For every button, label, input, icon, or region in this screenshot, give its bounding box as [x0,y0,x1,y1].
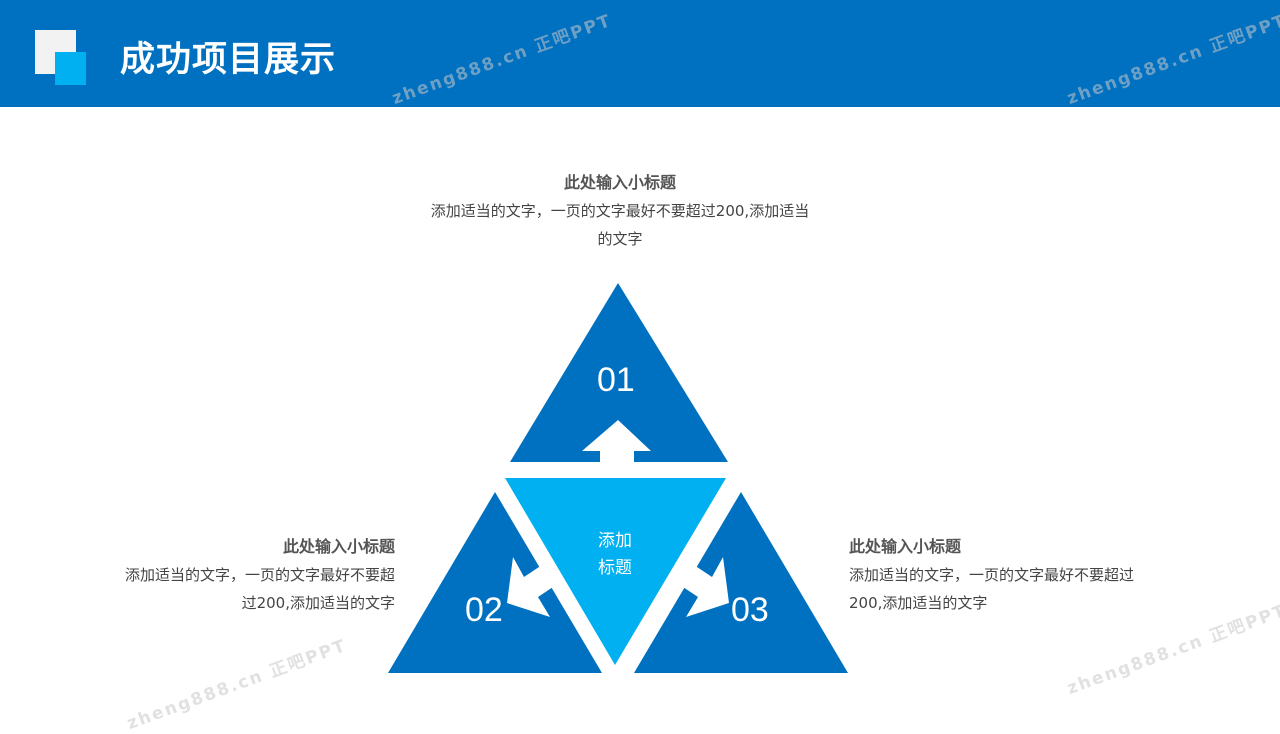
number-02: 02 [465,591,503,629]
logo-square-accent [55,52,86,85]
text-block-01: 此处输入小标题 添加适当的文字，一页的文字最好不要超过200,添加适当 的文字 [410,169,830,253]
body-01-line1: 添加适当的文字，一页的文字最好不要超过200,添加适当 [430,202,810,220]
body-03-line1: 添加适当的文字，一页的文字最好不要超过 [849,566,1135,584]
body-03-line2: 200,添加适当的文字 [849,594,988,612]
text-block-02: 此处输入小标题 添加适当的文字，一页的文字最好不要超 过200,添加适当的文字 [90,533,395,617]
center-title-line2: 标题 [598,558,632,578]
triangle-02 [388,492,602,673]
number-01: 01 [597,361,635,399]
text-block-03: 此处输入小标题 添加适当的文字，一页的文字最好不要超过 200,添加适当的文字 [849,533,1169,617]
triangle-01 [510,283,728,462]
body-02-line2: 过200,添加适当的文字 [241,594,395,612]
body-01-line2: 的文字 [597,230,643,248]
subtitle-02: 此处输入小标题 [282,537,395,556]
number-03: 03 [731,591,769,629]
center-title: 添加 标题 [585,528,645,582]
subtitle-01: 此处输入小标题 [563,173,676,192]
arrow-down-right-icon [677,557,729,617]
page-title: 成功项目展示 [120,40,337,80]
header-bar: 成功项目展示 [0,0,1280,107]
arrow-down-left-icon [507,557,559,617]
body-02-line1: 添加适当的文字，一页的文字最好不要超 [124,566,395,584]
subtitle-03: 此处输入小标题 [849,537,962,556]
center-title-line1: 添加 [598,531,632,551]
triangle-03 [634,492,848,673]
triangle-center [505,478,726,665]
arrow-up-icon [582,420,651,465]
